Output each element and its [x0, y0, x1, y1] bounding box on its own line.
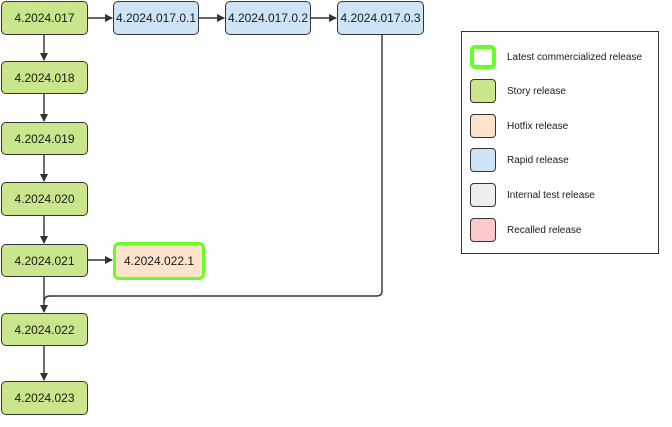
legend-swatch [470, 79, 496, 103]
legend-swatch [470, 114, 496, 138]
legend-item-latest: Latest commercialized release [470, 45, 642, 69]
node-4-2024-017-0-3[interactable]: 4.2024.017.0.3 [337, 1, 424, 35]
node-label: 4.2024.022.1 [123, 254, 195, 268]
legend-item-story: Story release [470, 79, 566, 103]
node-4-2024-017-0-2[interactable]: 4.2024.017.0.2 [225, 1, 311, 35]
node-4-2024-019[interactable]: 4.2024.019 [1, 122, 88, 155]
legend-item-recalled: Recalled release [470, 218, 582, 242]
legend-label: Recalled release [507, 224, 582, 236]
node-4-2024-022[interactable]: 4.2024.022 [1, 313, 88, 346]
legend-swatch [470, 148, 496, 172]
node-label: 4.2024.021 [14, 253, 75, 268]
node-label: 4.2024.023 [14, 391, 75, 405]
legend-item-rapid: Rapid release [470, 148, 569, 172]
legend: Latest commercialized release Story rele… [461, 31, 659, 254]
node-label: 4.2024.017 [14, 11, 75, 25]
node-label: 4.2024.017.0.1 [115, 11, 197, 25]
node-4-2024-020[interactable]: 4.2024.020 [1, 182, 88, 216]
node-4-2024-017-0-1[interactable]: 4.2024.017.0.1 [113, 1, 199, 35]
legend-swatch [470, 218, 496, 242]
legend-label: Internal test release [507, 189, 595, 201]
legend-swatch [470, 183, 496, 207]
legend-label: Latest commercialized release [507, 51, 643, 63]
legend-item-hotfix: Hotfix release [470, 114, 568, 138]
node-4-2024-023[interactable]: 4.2024.023 [1, 381, 88, 415]
edge-017-0-3-to-022 [43, 35, 383, 303]
legend-item-internal-test: Internal test release [470, 183, 595, 207]
legend-label: Story release [507, 85, 566, 97]
legend-label: Hotfix release [507, 120, 569, 132]
legend-label: Rapid release [507, 154, 569, 166]
node-label: 4.2024.020 [14, 192, 75, 206]
node-4-2024-018[interactable]: 4.2024.018 [1, 61, 88, 94]
node-label: 4.2024.017.0.3 [340, 11, 421, 25]
legend-swatch [470, 45, 496, 69]
node-label: 4.2024.022 [14, 322, 75, 337]
node-4-2024-022-1[interactable]: 4.2024.022.1 [113, 242, 205, 280]
node-label: 4.2024.017.0.2 [227, 11, 309, 25]
node-4-2024-017[interactable]: 4.2024.017 [1, 1, 88, 35]
node-label: 4.2024.019 [14, 131, 75, 146]
node-label: 4.2024.018 [14, 70, 75, 85]
node-4-2024-021[interactable]: 4.2024.021 [1, 244, 88, 277]
